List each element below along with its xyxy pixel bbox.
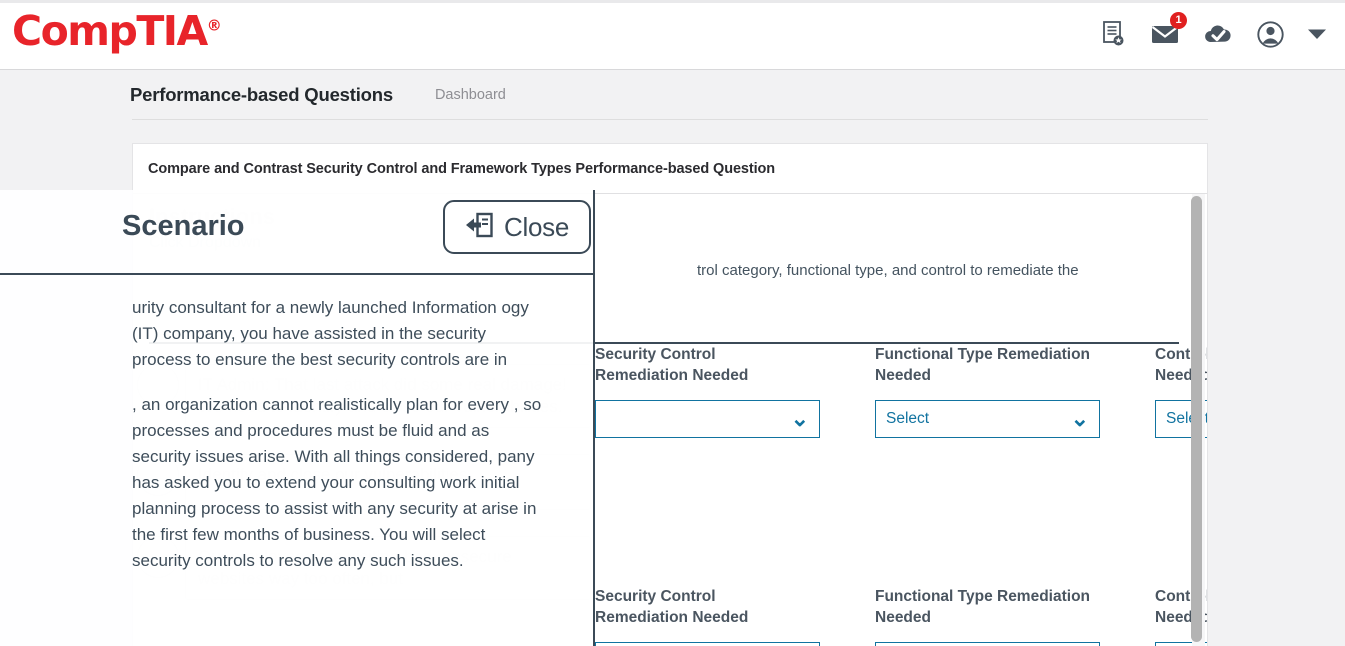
form-column-security-control: Security Control Remediation Needed ⌄ [595,344,820,438]
brand-name: CompTIA [12,7,208,55]
select-functional-type-remediation-2[interactable]: Select ⌄ [875,641,1100,646]
close-button-label: Close [504,211,569,242]
label-functional-type-remediation: Functional Type Remediation Needed [875,587,1091,627]
vertical-scrollbar-thumb[interactable] [1191,196,1202,642]
label-functional-type-remediation: Functional Type Remediation Needed [875,346,1091,385]
page-title: Performance-based Questions [130,83,393,105]
select-control-remediation-2[interactable]: Select ⌄ [1155,641,1207,646]
form-column-security-control: Security Control Remediation Needed ⌄ [595,586,820,646]
scenario-paragraph: , an organization cannot realistically p… [132,395,542,570]
cloud-check-icon[interactable] [1203,17,1233,51]
question-card-title: Compare and Contrast Security Control an… [148,160,776,177]
mail-badge-count: 1 [1170,12,1187,29]
top-bar: CompTIA® 1 [0,0,1345,70]
certificate-icon[interactable] [1099,17,1129,51]
comptia-logo[interactable]: CompTIA® [12,7,222,55]
vertical-scrollbar-track[interactable] [1191,194,1205,646]
instructions-divider [149,342,1179,344]
mail-icon[interactable]: 1 [1151,12,1187,51]
select-security-control-remediation-2[interactable]: ⌄ [595,641,820,646]
scenario-paragraph: urity consultant for a newly launched In… [132,298,529,369]
chevron-down-icon[interactable] [1307,17,1327,51]
select-functional-type-remediation-1[interactable]: Select ⌄ [875,399,1100,438]
form-column-functional-type: Functional Type Remediation Needed Selec… [875,344,1100,438]
registered-mark: ® [206,16,222,35]
close-button[interactable]: Close [443,200,591,254]
label-security-control-remediation: Security Control Remediation Needed [595,346,749,385]
scenario-modal: Scenario Close urity consultant for a ne… [0,190,595,646]
chevron-down-icon: ⌄ [1070,405,1089,431]
user-avatar-icon[interactable] [1255,17,1285,51]
question-card-header: Compare and Contrast Security Control an… [133,144,1207,194]
breadcrumb-dashboard[interactable]: Dashboard [434,86,506,103]
form-row: Security Control Remediation Needed ⌄ Fu… [595,344,1207,438]
scenario-modal-header: Scenario Close [0,190,593,275]
scenario-modal-title: Scenario [122,210,245,242]
scenario-modal-body: urity consultant for a newly launched In… [0,275,593,574]
exit-icon [465,211,495,244]
form-column-functional-type: Functional Type Remediation Needed Selec… [875,586,1100,646]
chevron-down-icon: ⌄ [790,405,809,431]
remediation-form-grid: Security Control Remediation Needed ⌄ Fu… [595,344,1207,646]
page-header: Performance-based Questions Dashboard [130,70,1208,120]
form-row: Security Control Remediation Needed ⌄ Fu… [595,586,1207,646]
top-actions: 1 [1099,12,1327,51]
select-security-control-remediation-1[interactable]: ⌄ [595,399,820,438]
label-security-control-remediation: Security Control Remediation Needed [595,587,749,627]
select-value: Select [886,409,930,427]
instructions-text: trol category, functional type, and cont… [697,262,1079,279]
